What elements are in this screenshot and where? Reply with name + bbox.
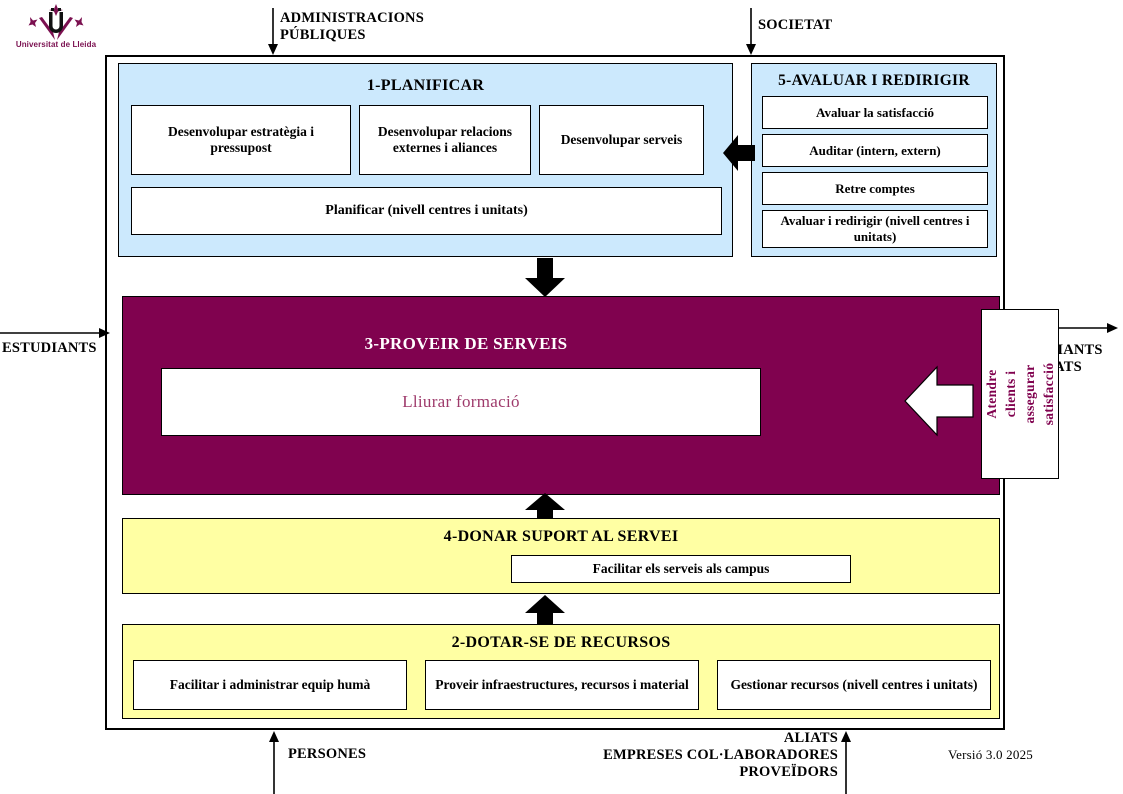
universitat-de-lleida-logo: Universitat de Lleida [8,2,104,56]
logo-mark-icon [28,4,84,40]
process-box-desenvolupar-serveis[interactable]: Desenvolupar serveis [539,105,704,175]
band-recursos-title: 2-DOTAR-SE DE RECURSOS [451,634,671,651]
input-label-aliats: ALIATS EMPRESES COL·LABORADORES PROVEÏDO… [603,730,838,780]
process-box-retre-comptes[interactable]: Retre comptes [762,172,988,205]
input-label-persones: PERSONES [288,746,367,762]
band-dotar-se-de-recursos: 2-DOTAR-SE DE RECURSOS Facilitar i admin… [122,624,1000,719]
band-suport-title: 4-DONAR SUPORT AL SERVEI [443,528,679,545]
process-box-lliurar-formacio-label: Lliurar formació [402,392,520,411]
band-avaluar-list: Avaluar la satisfacció Auditar (intern, … [762,96,988,248]
band-planificar-title: 1-PLANIFICAR [366,77,485,94]
process-box-proveir-infraestructures[interactable]: Proveir infraestructures, recursos i mat… [425,660,699,710]
block-up-arrow-icon-support-to-provide [525,493,565,520]
band-planificar-row1: Desenvolupar estratègia i pressupost Des… [131,105,722,175]
block-up-arrow-icon-resources-to-support [525,595,565,624]
process-box-facilitar-serveis-campus[interactable]: Facilitar els serveis als campus [511,555,851,583]
up-arrow-icon-persones [269,731,279,794]
up-arrow-icon-aliats [841,731,851,794]
process-box-lliurar-formacio[interactable]: Lliurar formació [161,368,761,436]
process-box-planificar-nivell-centres[interactable]: Planificar (nivell centres i unitats) [131,187,722,235]
down-arrow-icon-administracions [268,8,278,55]
white-block-left-arrow-icon-clients-to-provide [904,365,974,437]
process-box-avaluar-satisfaccio[interactable]: Avaluar la satisfacció [762,96,988,129]
logo-caption: Universitat de Lleida [15,40,97,49]
process-box-facilitar-equip-huma[interactable]: Facilitar i administrar equip humà [133,660,407,710]
band-planificar-row2: Planificar (nivell centres i unitats) [131,187,722,235]
input-label-estudiants: ESTUDIANTS [2,340,97,356]
band-avaluar-i-redirigir: 5-AVALUAR I REDIRIGIR Avaluar la satisfa… [751,63,997,257]
band-donar-suport-al-servei: 4-DONAR SUPORT AL SERVEI Facilitar els s… [122,518,1000,594]
process-box-desenvolupar-relacions[interactable]: Desenvolupar relacions externes i alianc… [359,105,531,175]
process-box-gestionar-recursos[interactable]: Gestionar recursos (nivell centres i uni… [717,660,991,710]
band-planificar: 1-PLANIFICAR Desenvolupar estratègia i p… [118,63,733,257]
process-box-auditar[interactable]: Auditar (intern, extern) [762,134,988,167]
process-box-atendre-clients[interactable]: Atendre clients i assegurar satisfacció [981,309,1059,479]
version-label: Versió 3.0 2025 [948,747,1033,762]
block-down-arrow-icon-plan-to-provide [525,258,565,297]
band-proveir-title: 3-PROVEIR DE SERVEIS [364,334,568,353]
band-avaluar-title: 5-AVALUAR I REDIRIGIR [778,72,970,89]
process-box-avaluar-redirigir-nivell[interactable]: Avaluar i redirigir (nivell centres i un… [762,210,988,248]
input-label-societat: SOCIETAT [758,17,833,33]
right-arrow-icon-estudiants [0,328,110,338]
input-label-administracions: ADMINISTRACIONS PÚBLIQUES [280,10,424,43]
band-proveir-de-serveis: 3-PROVEIR DE SERVEIS Lliurar formació At… [122,296,1059,495]
band-recursos-row: Facilitar i administrar equip humà Prove… [133,660,991,710]
process-box-atendre-clients-label: Atendre clients i assegurar satisfacció [984,362,1056,426]
down-arrow-icon-societat [746,8,756,55]
process-box-desenvolupar-estrategia[interactable]: Desenvolupar estratègia i pressupost [131,105,351,175]
block-left-arrow-icon-eval-to-plan [723,135,755,171]
